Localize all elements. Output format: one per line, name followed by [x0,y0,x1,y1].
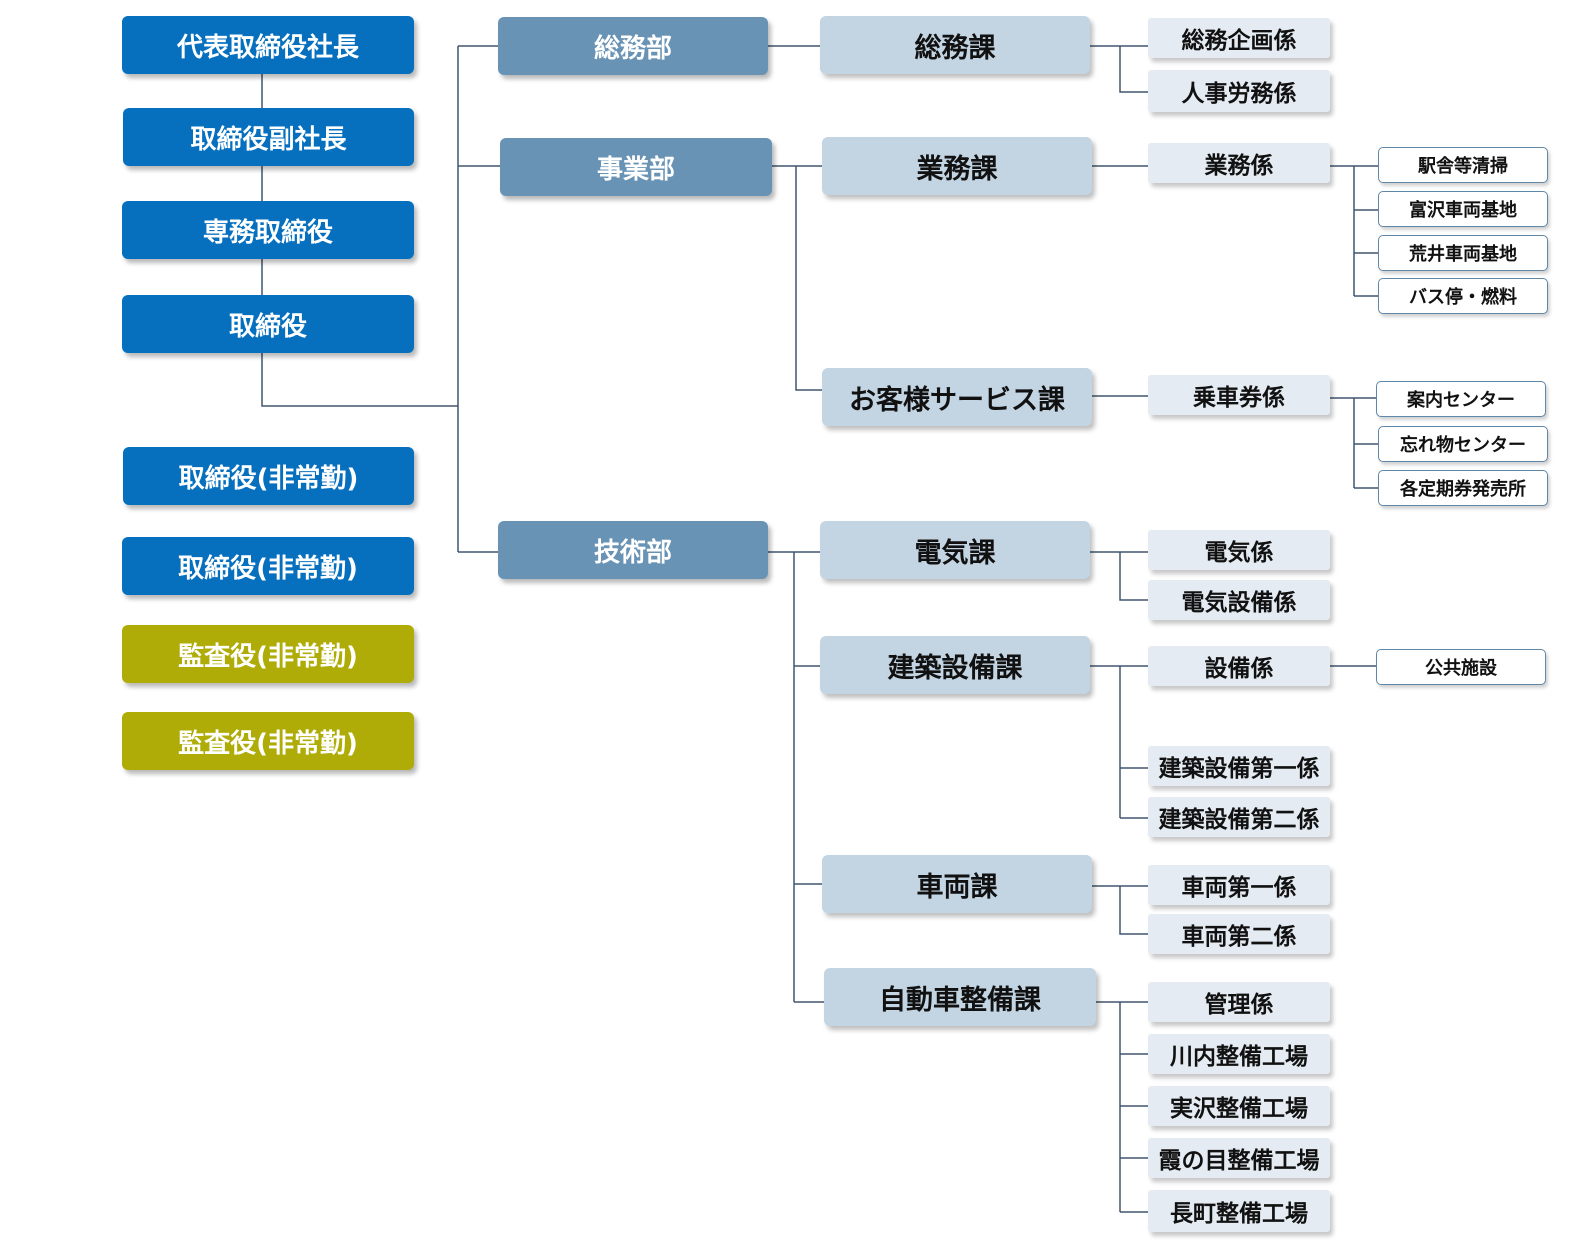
unit-tickets: 乗車券係 [1148,375,1330,415]
subunit-arai-depot: 荒井車両基地 [1378,235,1548,271]
unit-building-equipment-1: 建築設備第一係 [1148,746,1330,786]
unit-vehicles-1: 車両第一係 [1148,865,1330,905]
connector-electrical-units [1090,551,1148,601]
subunit-tomizawa-depot: 富沢車両基地 [1378,191,1548,227]
connector-gyomu-subunits [1330,165,1378,297]
section-operations: 業務課 [822,137,1092,195]
department-business: 事業部 [500,138,772,196]
unit-nagamachi-workshop: 長町整備工場 [1148,1190,1330,1232]
auditor-box-1: 監査役(非常勤) [122,625,414,683]
section-vehicles: 車両課 [822,855,1092,913]
outside-director-box-1: 取締役(非常勤) [123,447,414,505]
connector-building-units [1090,665,1148,819]
unit-sanezawa-workshop: 実沢整備工場 [1148,1086,1330,1126]
connector-auto-units [1096,1001,1148,1213]
subunit-public-facilities: 公共施設 [1376,649,1546,685]
connector-business-sections [772,165,822,391]
section-auto-maintenance: 自動車整備課 [824,968,1096,1026]
subunit-information-center: 案内センター [1376,381,1546,417]
unit-electrical: 電気係 [1148,530,1330,570]
department-engineering: 技術部 [498,521,768,579]
senior-managing-director-box: 専務取締役 [122,201,414,259]
unit-operations: 業務係 [1148,143,1330,183]
unit-building-equipment-2: 建築設備第二係 [1148,797,1330,837]
connector-vehicle-units [1092,885,1148,935]
director-box: 取締役 [122,295,414,353]
unit-general-planning: 総務企画係 [1148,18,1330,58]
unit-sendai-workshop: 川内整備工場 [1148,1034,1330,1074]
unit-kasumi-workshop: 霞の目整備工場 [1148,1138,1330,1178]
connector-cs-subunits [1330,397,1378,489]
unit-personnel: 人事労務係 [1148,70,1330,112]
president-box: 代表取締役社長 [122,16,414,74]
outside-director-box-2: 取締役(非常勤) [122,537,414,595]
unit-management: 管理係 [1148,982,1330,1022]
connector-executive-chain [261,74,458,407]
subunit-station-cleaning: 駅舎等清掃 [1378,147,1548,183]
department-general-affairs: 総務部 [498,17,768,75]
auditor-box-2: 監査役(非常勤) [122,712,414,770]
section-building-equipment: 建築設備課 [820,636,1090,694]
unit-vehicles-2: 車両第二係 [1148,914,1330,954]
vice-president-box: 取締役副社長 [123,108,414,166]
unit-equipment: 設備係 [1148,646,1330,686]
connector-soumu-units [1090,45,1148,93]
unit-electrical-equipment: 電気設備係 [1148,580,1330,620]
section-electrical: 電気課 [820,521,1090,579]
connector-engineering-sections [768,551,824,1003]
section-customer-service: お客様サービス課 [822,368,1092,426]
section-general-affairs: 総務課 [820,16,1090,74]
subunit-lost-and-found: 忘れ物センター [1378,426,1548,462]
subunit-pass-offices: 各定期券発売所 [1378,470,1548,506]
subunit-bus-stops-fuel: バス停・燃料 [1378,278,1548,314]
